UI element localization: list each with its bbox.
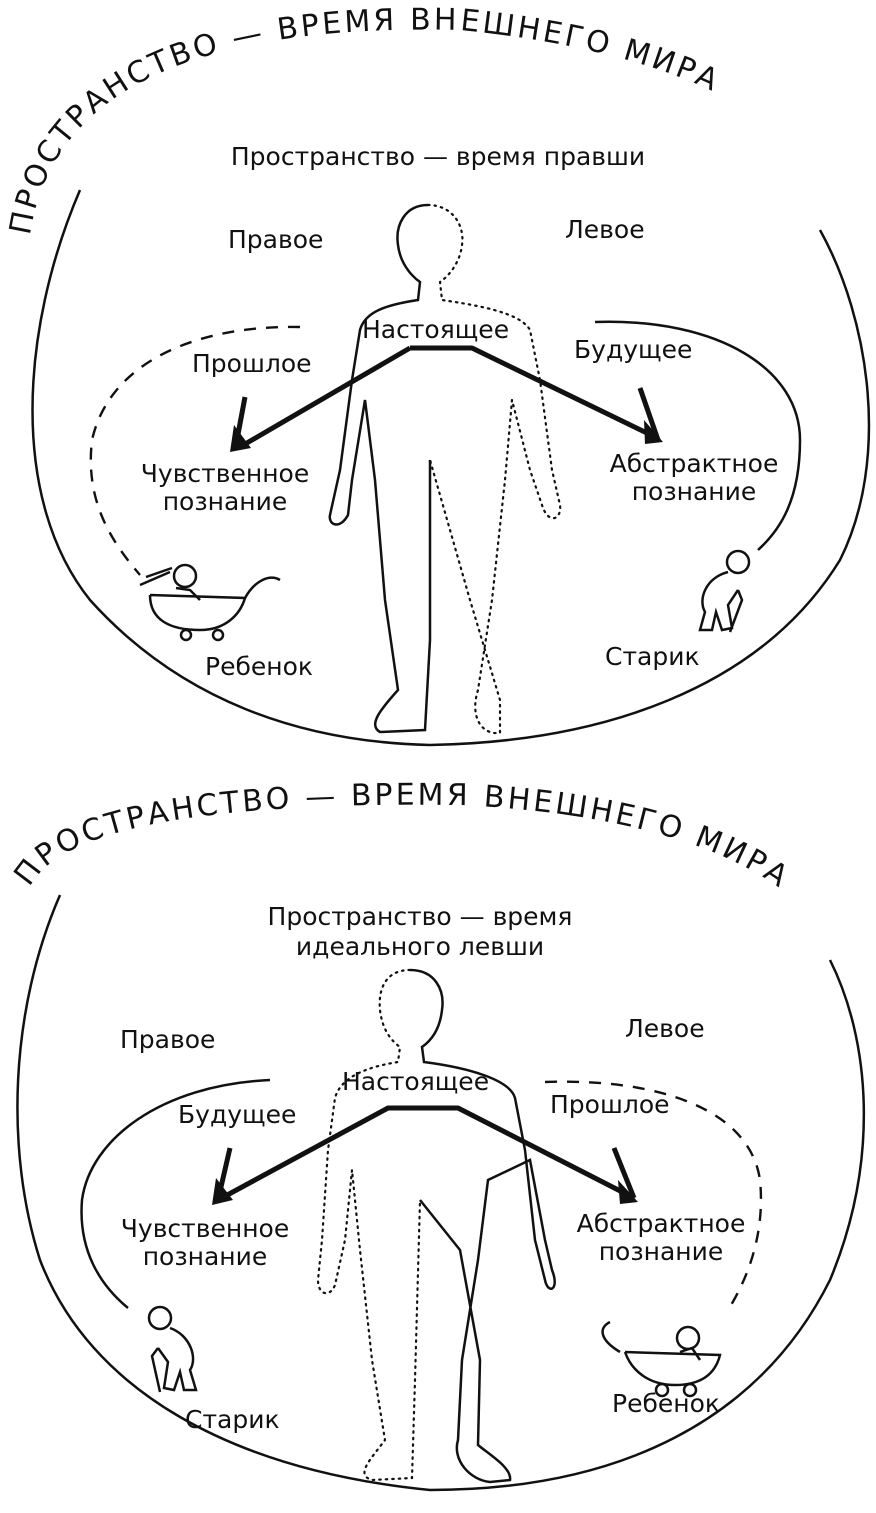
bottom-label-past: Прошлое	[550, 1090, 670, 1119]
top-label-sensory-1: Чувственное	[141, 459, 309, 488]
top-figure-solid-half	[330, 205, 430, 732]
bottom-panel: ПРОСТРАНСТВО — ВРЕМЯ ВНЕШНЕГО МИРА Прост…	[7, 778, 863, 1490]
bottom-label-old-man: Старик	[185, 1405, 280, 1434]
bottom-label-future: Будущее	[178, 1100, 296, 1129]
bottom-label-sensory-1: Чувственное	[121, 1214, 289, 1243]
top-label-old-man: Старик	[605, 642, 700, 671]
bottom-title-line2: идеального левши	[296, 932, 544, 961]
top-outer-label: ПРОСТРАНСТВО — ВРЕМЯ ВНЕШНЕГО МИРА	[3, 3, 726, 238]
bottom-figure-solid-half	[410, 970, 555, 1482]
top-human-figure	[330, 205, 560, 733]
bottom-label-left-side: Левое	[625, 1014, 705, 1043]
top-label-right-side: Правое	[228, 225, 323, 254]
top-label-child: Ребенок	[205, 652, 313, 681]
bottom-world-ellipse	[17, 895, 863, 1490]
bottom-label-present: Настоящее	[342, 1067, 489, 1096]
top-figure-dotted-half	[428, 205, 560, 733]
top-label-present: Настоящее	[362, 315, 509, 344]
top-label-abstract-2: познание	[632, 477, 757, 506]
bottom-old-man-icon	[149, 1307, 196, 1392]
top-title-line1: Пространство — время правши	[231, 142, 645, 171]
top-label-past: Прошлое	[192, 349, 312, 378]
top-child-pram-icon	[140, 565, 280, 640]
bottom-outer-label: ПРОСТРАНСТВО — ВРЕМЯ ВНЕШНЕГО МИРА	[7, 778, 796, 896]
bottom-label-sensory-2: познание	[143, 1242, 268, 1271]
bottom-figure-dotted-half	[318, 970, 420, 1480]
bottom-label-right-side: Правое	[120, 1025, 215, 1054]
bottom-child-pram-icon	[603, 1322, 720, 1396]
bottom-label-child: Ребенок	[612, 1389, 720, 1418]
top-label-left-side: Левое	[565, 215, 645, 244]
bottom-title-line1: Пространство — время	[268, 902, 573, 931]
top-label-future: Будущее	[574, 335, 692, 364]
bottom-label-abstract-2: познание	[599, 1237, 724, 1266]
bottom-human-figure	[318, 970, 555, 1482]
bottom-label-abstract-1: Абстрактное	[577, 1209, 746, 1238]
top-panel: ПРОСТРАНСТВО — ВРЕМЯ ВНЕШНЕГО МИРА Прост…	[3, 3, 869, 745]
top-old-man-icon	[700, 551, 749, 632]
top-label-sensory-2: познание	[163, 487, 288, 516]
top-label-abstract-1: Абстрактное	[610, 449, 779, 478]
